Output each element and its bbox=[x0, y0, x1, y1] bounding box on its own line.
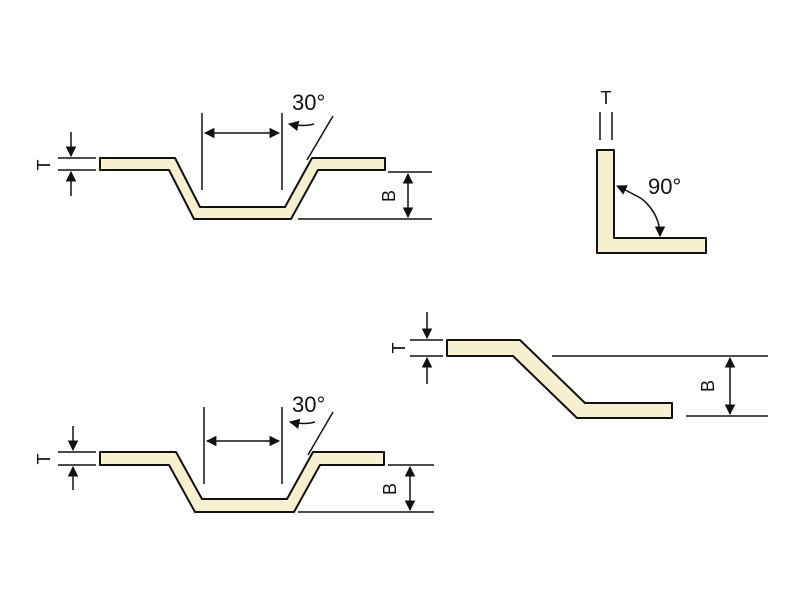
offset-depth-dim: B bbox=[552, 355, 768, 417]
angle-degree-dim: 90° bbox=[616, 174, 681, 238]
hat-bottom-angle-dim: 30° bbox=[288, 392, 334, 456]
offset-bend: T B bbox=[389, 312, 768, 419]
hat-profile-bottom: T 30° B bbox=[34, 392, 434, 513]
angle-bend-sheet bbox=[596, 149, 707, 254]
hat-bottom-thickness-dim: T bbox=[34, 426, 96, 490]
hat-bottom-depth-label: B bbox=[380, 483, 400, 495]
offset-bend-sheet bbox=[446, 339, 673, 419]
hat-bottom-thickness-label: T bbox=[34, 454, 54, 465]
hat-top-sheet bbox=[99, 157, 386, 220]
angle-thickness-dim: T bbox=[599, 88, 613, 140]
hat-top-angle-dim: 30° bbox=[287, 90, 334, 161]
hat-profile-top: T 30° B bbox=[34, 90, 432, 220]
hat-top-depth-dim: B bbox=[298, 171, 432, 220]
hat-bottom-depth-dim: B bbox=[298, 464, 434, 513]
hat-bottom-sheet bbox=[99, 451, 385, 513]
hat-bottom-width-dim bbox=[203, 407, 283, 484]
hat-top-depth-label: B bbox=[379, 190, 399, 202]
hat-top-thickness-dim: T bbox=[34, 132, 96, 196]
offset-thickness-dim: T bbox=[389, 312, 443, 384]
hat-bottom-angle-label: 30° bbox=[292, 392, 325, 417]
angle-bend: T 90° bbox=[596, 88, 707, 254]
hat-top-angle-label: 30° bbox=[292, 90, 325, 115]
offset-thickness-label: T bbox=[389, 343, 409, 354]
hat-top-width-dim bbox=[201, 113, 283, 190]
hat-top-thickness-label: T bbox=[34, 160, 54, 171]
angle-degree-label: 90° bbox=[648, 174, 681, 199]
offset-depth-label: B bbox=[698, 380, 718, 392]
angle-thickness-label: T bbox=[601, 88, 612, 108]
